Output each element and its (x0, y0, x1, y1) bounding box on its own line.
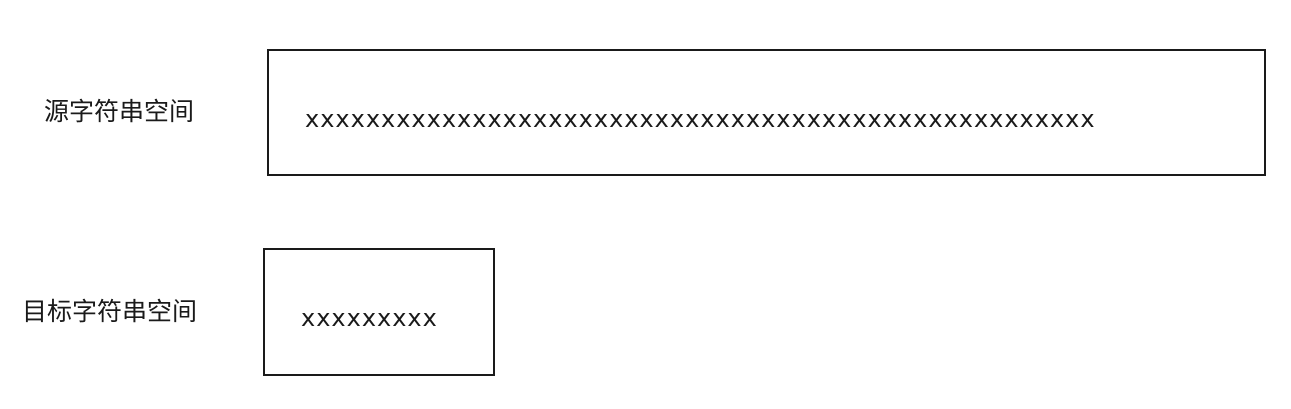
source-string-content: xxxxxxxxxxxxxxxxxxxxxxxxxxxxxxxxxxxxxxxx… (305, 105, 1096, 133)
source-string-space-box: xxxxxxxxxxxxxxxxxxxxxxxxxxxxxxxxxxxxxxxx… (267, 49, 1266, 176)
target-string-space-label: 目标字符串空间 (22, 297, 198, 326)
target-string-space-box: xxxxxxxxx (263, 248, 495, 376)
source-string-space-label: 源字符串空间 (44, 97, 195, 126)
target-string-content: xxxxxxxxx (301, 304, 438, 332)
